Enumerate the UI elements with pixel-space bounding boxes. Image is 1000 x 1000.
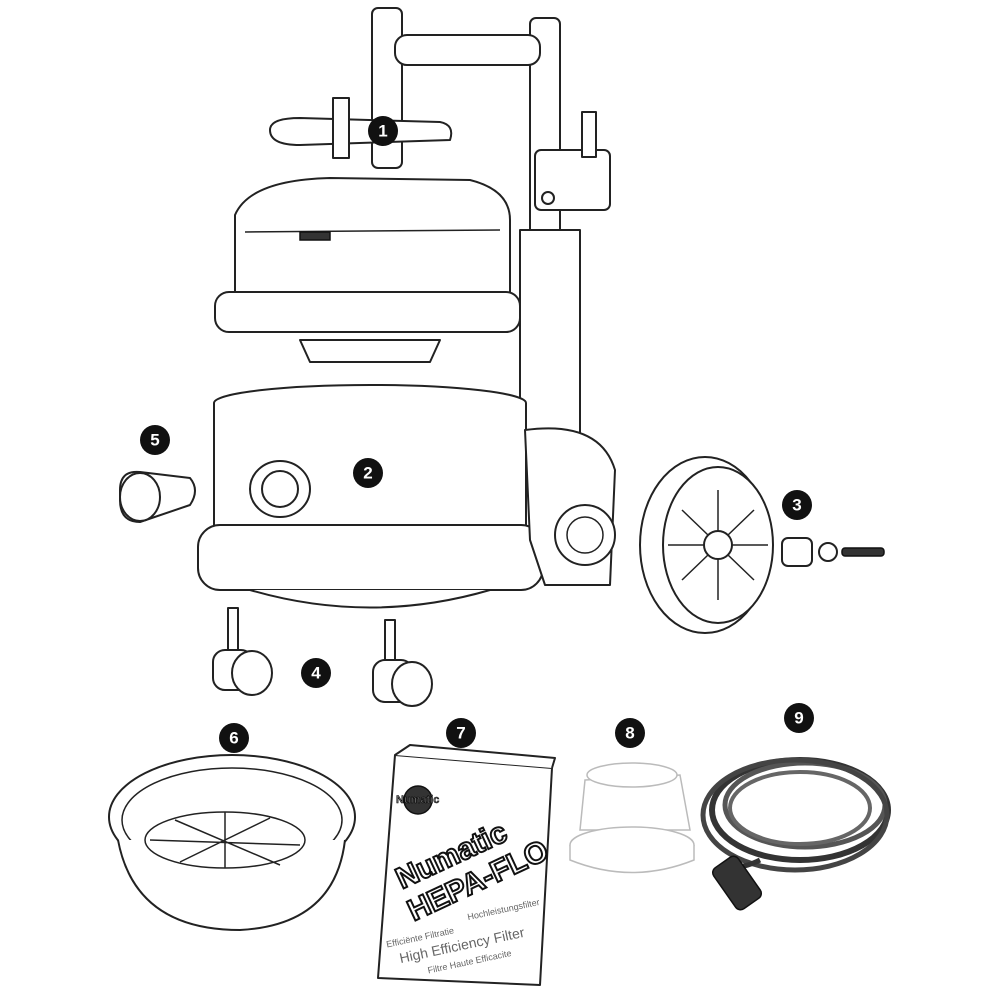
callout-7: 7	[446, 718, 476, 748]
callout-9: 9	[784, 703, 814, 733]
callout-2: 2	[353, 458, 383, 488]
handle-frame	[371, 7, 611, 441]
motor	[569, 762, 695, 874]
svg-text:9: 9	[794, 709, 803, 728]
svg-text:7: 7	[456, 724, 465, 743]
castors	[212, 607, 433, 707]
callout-3: 3	[782, 490, 812, 520]
motor-head	[214, 177, 521, 363]
svg-text:5: 5	[150, 431, 159, 450]
filter-basket	[108, 754, 356, 931]
svg-text:1: 1	[378, 122, 387, 141]
callout-6: 6	[219, 723, 249, 753]
svg-text:4: 4	[311, 664, 321, 683]
hepa-filter-box: Numatic Numatic HEPA-FLO Hochleistungsfi…	[377, 744, 556, 986]
axle-parts	[781, 537, 885, 567]
cable-hook	[269, 97, 453, 159]
callout-5: 5	[140, 425, 170, 455]
svg-text:3: 3	[792, 496, 801, 515]
callout-4: 4	[301, 658, 331, 688]
svg-text:6: 6	[229, 729, 238, 748]
filter-brand: Numatic	[396, 794, 439, 806]
svg-text:8: 8	[625, 724, 634, 743]
rear-wheel	[639, 456, 774, 634]
callout-1: 1	[368, 116, 398, 146]
callout-8: 8	[615, 718, 645, 748]
tank	[197, 384, 616, 609]
power-cable	[700, 757, 891, 911]
svg-text:2: 2	[363, 464, 372, 483]
hose-inlet	[119, 470, 196, 523]
